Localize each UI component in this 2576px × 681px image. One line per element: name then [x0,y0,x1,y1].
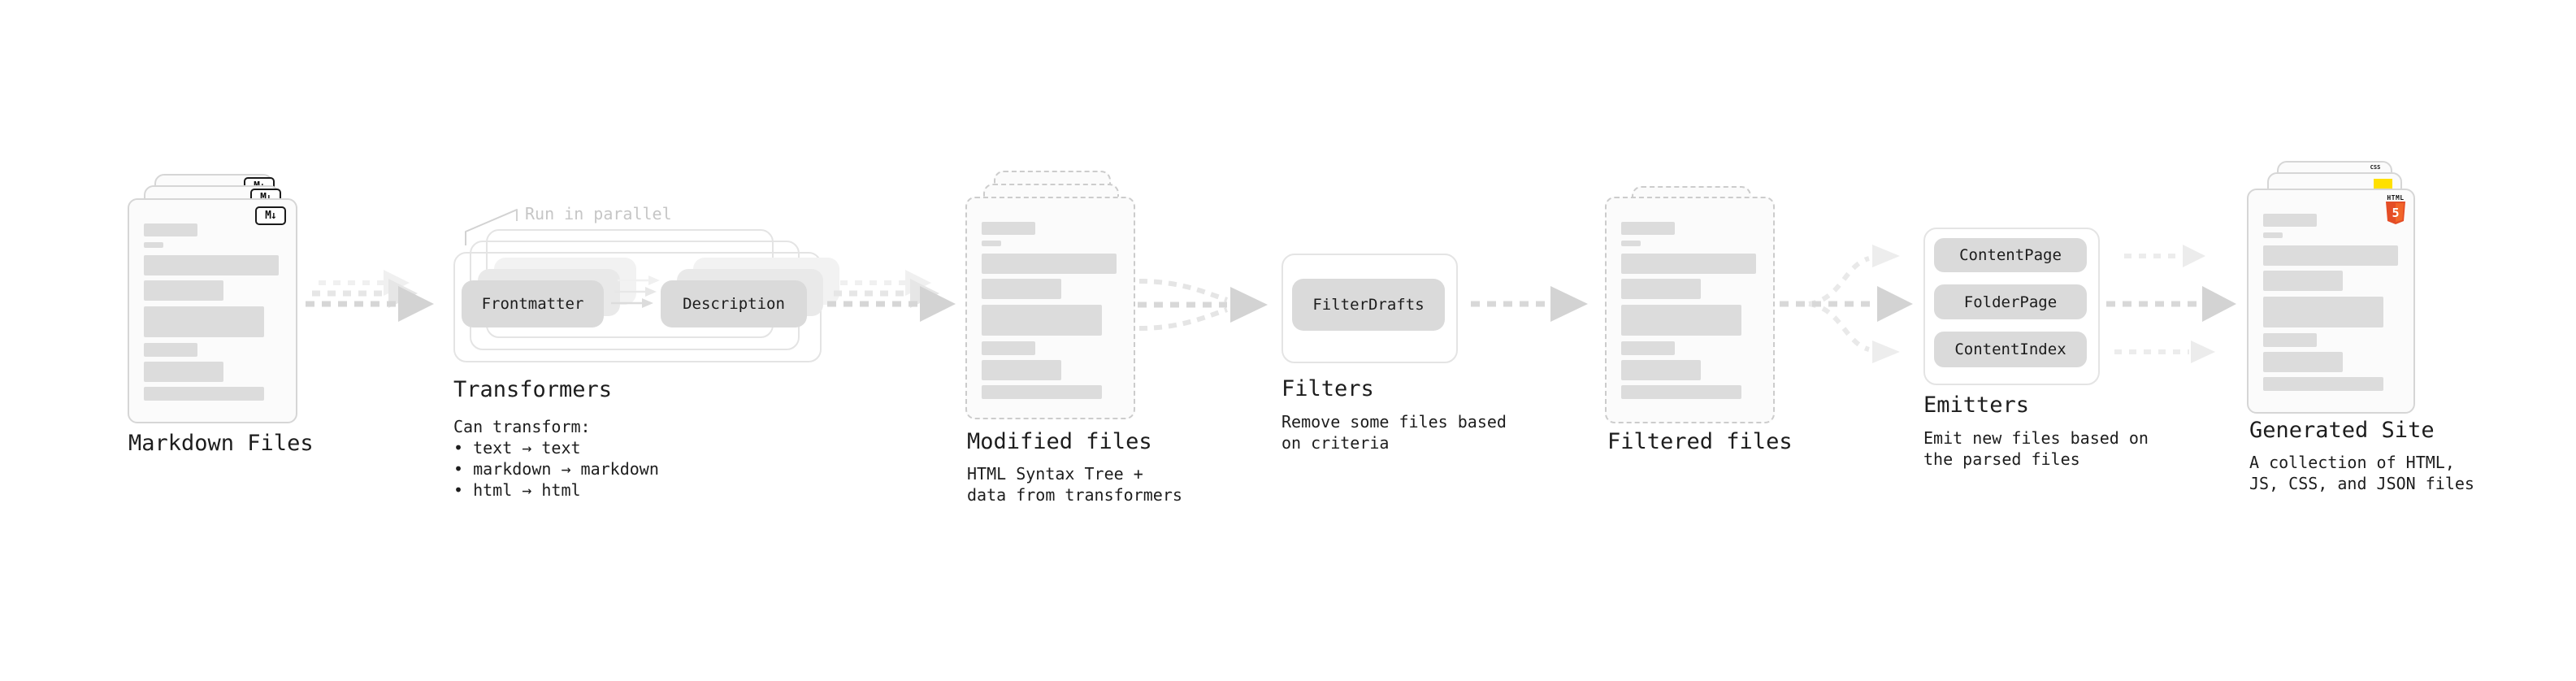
transformers-title: Transformers [453,377,613,402]
text-line-placeholder [2263,352,2343,372]
flow-arrow-emitters-to-site [2106,245,2236,363]
text-line-placeholder [982,241,1001,246]
text-line-placeholder [144,343,197,357]
text-line-placeholder [982,222,1035,235]
description-transformer-pill: Description [661,280,807,327]
filters-title: Filters [1281,376,1374,401]
text-line-placeholder [2263,245,2398,266]
text-line-placeholder [982,305,1102,336]
text-line-placeholder [1621,341,1675,355]
emitters-title: Emitters [1923,393,2030,418]
contentindex-emitter-pill: ContentIndex [1934,332,2087,367]
text-line-placeholder [1621,360,1701,380]
dashed-arrow-icon [306,270,434,322]
frontmatter-transformer-pill: Frontmatter [462,280,604,327]
text-line-placeholder [1621,385,1741,399]
flow-arrow-modified-to-filters [1138,279,1268,331]
text-line-placeholder [2263,232,2283,238]
markdown-file-card-front: M↓ [128,198,297,423]
dashed-arrow-icon [1471,286,1588,322]
filtered-file-card-front [1605,197,1775,423]
flow-arrow-filtered-to-emitters [1780,245,1913,363]
contentpage-emitter-pill: ContentPage [1934,238,2087,272]
flow-arrow-transformers-to-modified [827,270,956,322]
text-line-placeholder [2263,377,2383,391]
dashed-arrow-icon [827,270,956,322]
triple-dashed-arrow-icon [2106,245,2236,363]
text-line-placeholder [144,223,197,236]
markdown-icon: M↓ [255,206,286,225]
site-file-card-html: HTML 5 [2247,189,2415,414]
parallel-step-arrow-icon [611,298,653,308]
generated-site-title: Generated Site [2249,418,2435,443]
flow-arrow-filters-to-filtered [1471,286,1588,322]
emitters-frame [1923,228,2100,385]
text-line-placeholder [1621,241,1641,246]
text-line-placeholder [144,362,223,382]
filterdrafts-pill: FilterDrafts [1292,279,1445,331]
filtered-files-label: Filtered files [1607,429,1793,454]
parallel-step-arrow-icon [614,287,657,297]
emitters-description: Emit new files based on the parsed files [1923,428,2149,469]
js-icon [2374,179,2392,189]
filters-description: Remove some files based on criteria [1281,412,1507,453]
text-line-placeholder [1621,305,1741,336]
text-line-placeholder [982,385,1102,399]
converging-arrow-icon [1138,279,1268,331]
text-line-placeholder [982,254,1117,274]
text-line-placeholder [144,306,264,337]
text-line-placeholder [2263,214,2317,227]
modified-file-card-front [965,197,1135,419]
modified-files-title: Modified files [967,429,1152,454]
text-line-placeholder [2263,271,2343,291]
text-line-placeholder [1621,279,1701,299]
text-line-placeholder [1621,254,1756,274]
text-line-placeholder [982,341,1035,355]
text-line-placeholder [144,255,279,275]
text-line-placeholder [1621,222,1675,235]
diverging-arrow-icon [1780,245,1913,363]
text-line-placeholder [2263,297,2383,327]
parallel-step-arrow-icon [618,275,660,285]
modified-files-description: HTML Syntax Tree + data from transformer… [967,464,1182,505]
text-line-placeholder [144,280,223,301]
run-in-parallel-callout: Run in parallel [525,204,672,223]
text-line-placeholder [2263,333,2317,347]
markdown-files-label: Markdown Files [128,431,314,456]
text-line-placeholder [144,387,264,401]
text-line-placeholder [982,360,1061,380]
text-line-placeholder [982,279,1061,299]
filters-frame [1281,254,1458,363]
generated-site-description: A collection of HTML, JS, CSS, and JSON … [2249,453,2474,493]
callout-leader-line [465,209,518,245]
text-line-placeholder [144,242,163,248]
svg-text:5: 5 [2392,206,2399,220]
html5-icon: HTML 5 [2384,194,2407,228]
transformers-description: Can transform: • text → text • markdown … [453,417,659,500]
folderpage-emitter-pill: FolderPage [1934,284,2087,319]
flow-arrow-markdown-to-transformers [306,270,434,322]
